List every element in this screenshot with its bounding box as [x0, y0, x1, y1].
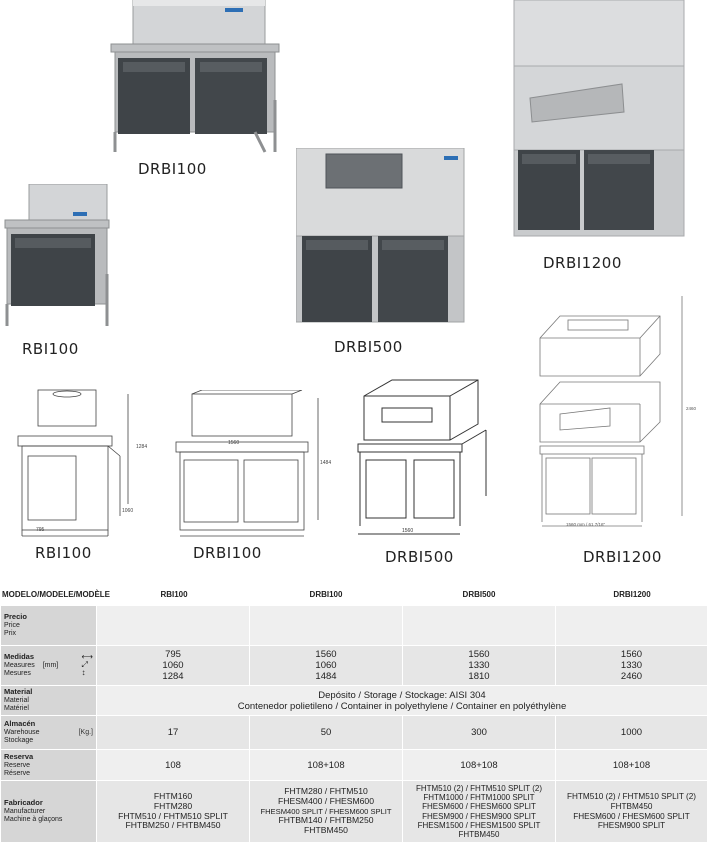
cell-reserve-drbi1200: 108+108 [555, 749, 707, 781]
drawing-drbi100: 1560 1484 [170, 390, 332, 540]
drawing-caption-rbi100: RBI100 [35, 544, 92, 562]
dim-drbi1200-height: 2460 [686, 406, 697, 411]
drawing-caption-drbi100: DRBI100 [193, 544, 262, 562]
dim-drbi500-width: 1560 [402, 528, 414, 534]
cell-price-drbi500 [402, 605, 556, 646]
column-header-drbi500: DRBI500 [462, 590, 496, 599]
photo-drbi500 [296, 148, 466, 328]
cell-storage-rbi100: 17 [96, 715, 250, 750]
drawing-rbi100: 795 1284 1060 [10, 384, 150, 540]
drawing-drbi500: 1560 [356, 378, 492, 542]
dim-drbi1200-width: 1560 mm / 61 7/16" [566, 522, 606, 527]
drawing-drbi1200: 1560 mm / 61 7/16" 2460 [530, 290, 705, 540]
dim-rbi-depth: 1060 [122, 508, 134, 514]
cell-price-drbi100 [249, 605, 403, 646]
cell-reserve-drbi100: 108+108 [249, 749, 403, 781]
dimension-arrows-icon: ⟷⤢↕ [81, 652, 93, 677]
cell-price-rbi100 [96, 605, 250, 646]
drawing-caption-drbi1200: DRBI1200 [583, 548, 662, 566]
brand-badge-icon [225, 8, 243, 12]
drawing-caption-drbi500: DRBI500 [385, 548, 454, 566]
cell-price-drbi1200 [555, 605, 707, 646]
table-header-label: MODELO/MODELE/MODÈLE [2, 590, 110, 599]
photo-caption-drbi100: DRBI100 [138, 160, 207, 178]
photo-drbi100 [105, 0, 285, 160]
dim-drbi100-width: 1560 [228, 440, 240, 446]
cell-reserve-drbi500: 108+108 [402, 749, 556, 781]
photo-drbi1200 [512, 0, 692, 242]
photo-caption-drbi1200: DRBI1200 [543, 254, 622, 272]
dim-rbi-width: 795 [36, 527, 45, 533]
cell-storage-drbi500: 300 [402, 715, 556, 750]
dim-drbi100-height: 1484 [320, 460, 332, 466]
cell-maker-drbi500: FHTM510 (2) / FHTM510 SPLIT (2)FHTM1000 … [402, 780, 556, 843]
column-header-drbi1200: DRBI1200 [613, 590, 651, 599]
cell-storage-drbi1200: 1000 [555, 715, 707, 750]
column-header-drbi100: DRBI100 [309, 590, 343, 599]
photo-rbi100 [3, 184, 115, 330]
cell-reserve-rbi100: 108 [96, 749, 250, 781]
cell-storage-drbi100: 50 [249, 715, 403, 750]
photo-caption-rbi100: RBI100 [22, 340, 79, 358]
dim-rbi-height: 1284 [136, 444, 148, 450]
spec-header: MODELO/MODELE/MODÈLE RBI100 DRBI100 DRBI… [0, 588, 707, 602]
photo-caption-drbi500: DRBI500 [334, 338, 403, 356]
column-header-rbi100: RBI100 [160, 590, 188, 599]
